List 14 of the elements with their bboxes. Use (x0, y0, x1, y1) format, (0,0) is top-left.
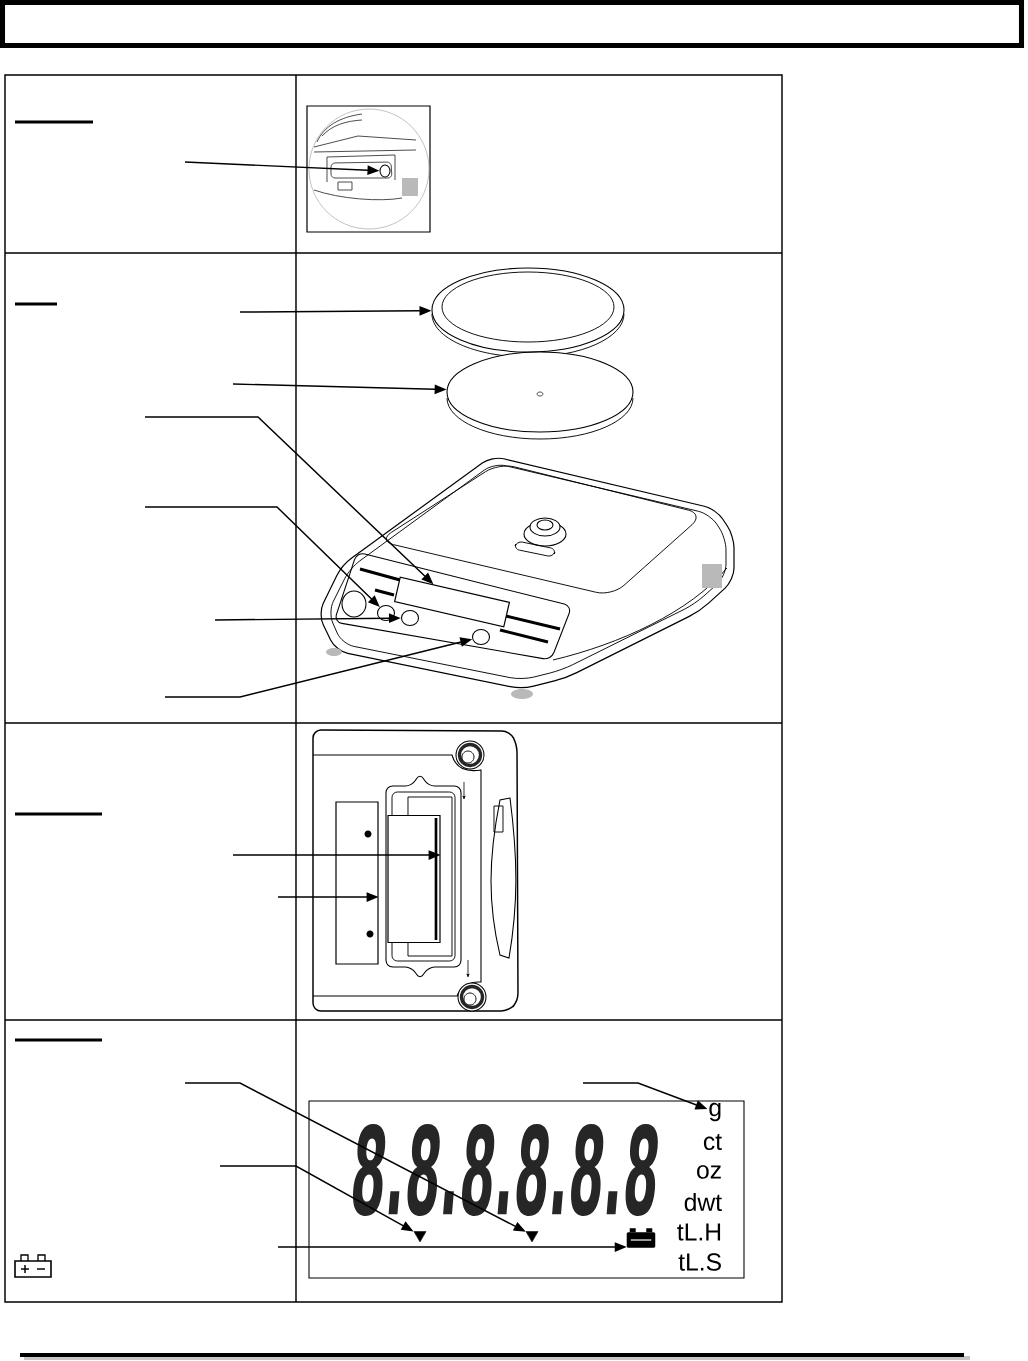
pan-disc (446, 351, 634, 440)
battery-icon (626, 1228, 656, 1248)
unit-label: g (709, 1102, 721, 1122)
socket-hole (379, 164, 391, 178)
weighing-pan (431, 267, 625, 358)
unit-label: tL.H (677, 1223, 721, 1241)
pointer-triangle (413, 1231, 427, 1243)
unit-label: dwt (684, 1192, 722, 1212)
battery (387, 814, 441, 944)
unit-label: tL.S (678, 1253, 721, 1271)
unit-label: ct (703, 1133, 722, 1151)
cover-plate (335, 801, 379, 965)
unit-label: oz (697, 1165, 721, 1179)
pointer-triangle (525, 1231, 539, 1243)
